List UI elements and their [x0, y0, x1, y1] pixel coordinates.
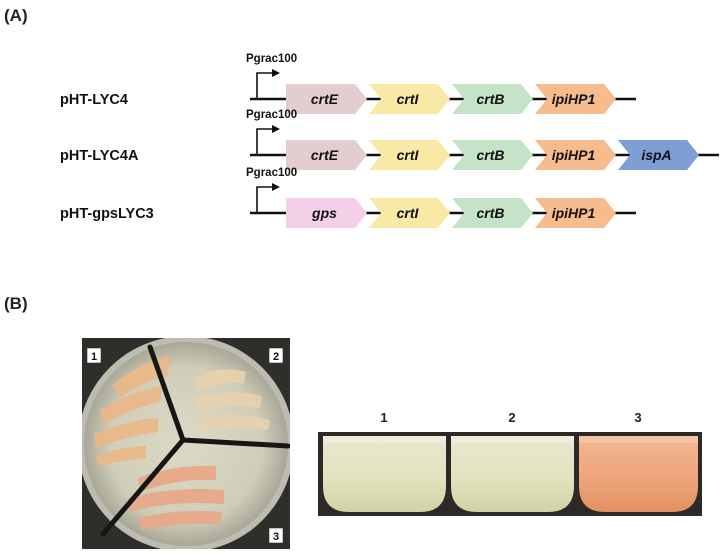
sector-tag-2: [268, 347, 284, 364]
construct-name: pHT-LYC4A: [60, 148, 139, 164]
gene-arrow: [369, 198, 450, 228]
tube-3-meniscus: [579, 436, 698, 443]
gene-label: ispA: [641, 147, 671, 163]
promoter-arrow: [256, 72, 274, 99]
gene-arrow: [369, 84, 450, 114]
tube-2-culture: [451, 436, 574, 512]
gene-arrow: [535, 198, 616, 228]
gene-arrow: [535, 140, 616, 170]
gene-label: crtB: [476, 205, 504, 221]
sector-tag-3: [268, 527, 284, 544]
sector-label-2: 2: [273, 351, 279, 363]
gene-arrow: [618, 140, 699, 170]
gene-arrow: [452, 84, 533, 114]
sector-2-colonies: [196, 369, 270, 430]
promoter-arrowhead: [272, 183, 280, 191]
tube-1-culture: [323, 436, 446, 512]
gene-label: crtE: [311, 91, 339, 107]
gene-label: crtI: [397, 91, 420, 107]
sector-dividers: [100, 344, 290, 537]
promoter-label: Pgrac100: [246, 109, 297, 121]
gene-arrow: [452, 140, 533, 170]
promoter-arrow: [256, 186, 274, 213]
gene-label: crtI: [397, 205, 420, 221]
gene-arrow: [535, 84, 616, 114]
gene-label: ipiHP1: [552, 91, 596, 107]
sector-label-3: 3: [273, 531, 279, 543]
tube-label-2: 2: [508, 410, 515, 425]
sector-tag-1: [86, 347, 102, 364]
promoter-label: Pgrac100: [246, 53, 297, 65]
gene-arrow: [369, 140, 450, 170]
gene-label: ipiHP1: [552, 205, 596, 221]
culture-tubes-photo: 1 2 3: [318, 410, 702, 516]
sector-label-1: 1: [91, 351, 97, 363]
gene-arrow: [286, 84, 367, 114]
construct-row: pHT-LYC4 Pgrac100 crtE crtI crtB ipiHP1: [60, 53, 636, 114]
panel-b-label: (B): [4, 294, 28, 313]
gene-label: crtB: [476, 91, 504, 107]
construct-row: pHT-LYC4A Pgrac100 crtE crtI crtB ipiHP1 ispA: [60, 109, 719, 170]
promoter-arrow: [256, 128, 274, 155]
tube-label-3: 3: [634, 410, 641, 425]
promoter-label: Pgrac100: [246, 167, 297, 179]
gene-arrow: [286, 140, 367, 170]
promoter-arrowhead: [272, 125, 280, 133]
gene-label: crtE: [311, 147, 339, 163]
gene-arrow: [286, 198, 367, 228]
gene-arrow: [452, 198, 533, 228]
tube-2-meniscus: [451, 436, 574, 443]
tube-label-1: 1: [380, 410, 387, 425]
construct-name: pHT-LYC4: [60, 92, 128, 108]
gene-label: ipiHP1: [552, 147, 596, 163]
promoter-arrowhead: [272, 69, 280, 77]
tube-3-culture: [579, 436, 698, 512]
gene-label: gps: [311, 205, 337, 221]
construct-name: pHT-gpsLYC3: [60, 206, 154, 222]
gene-label: crtB: [476, 147, 504, 163]
construct-row: pHT-gpsLYC3 Pgrac100 gps crtI crtB ipiHP1: [60, 167, 636, 228]
panel-a-label: (A): [4, 6, 28, 25]
tube-1-meniscus: [323, 436, 446, 443]
gene-label: crtI: [397, 147, 420, 163]
petri-plate-photo: 1 2 3: [82, 338, 290, 549]
